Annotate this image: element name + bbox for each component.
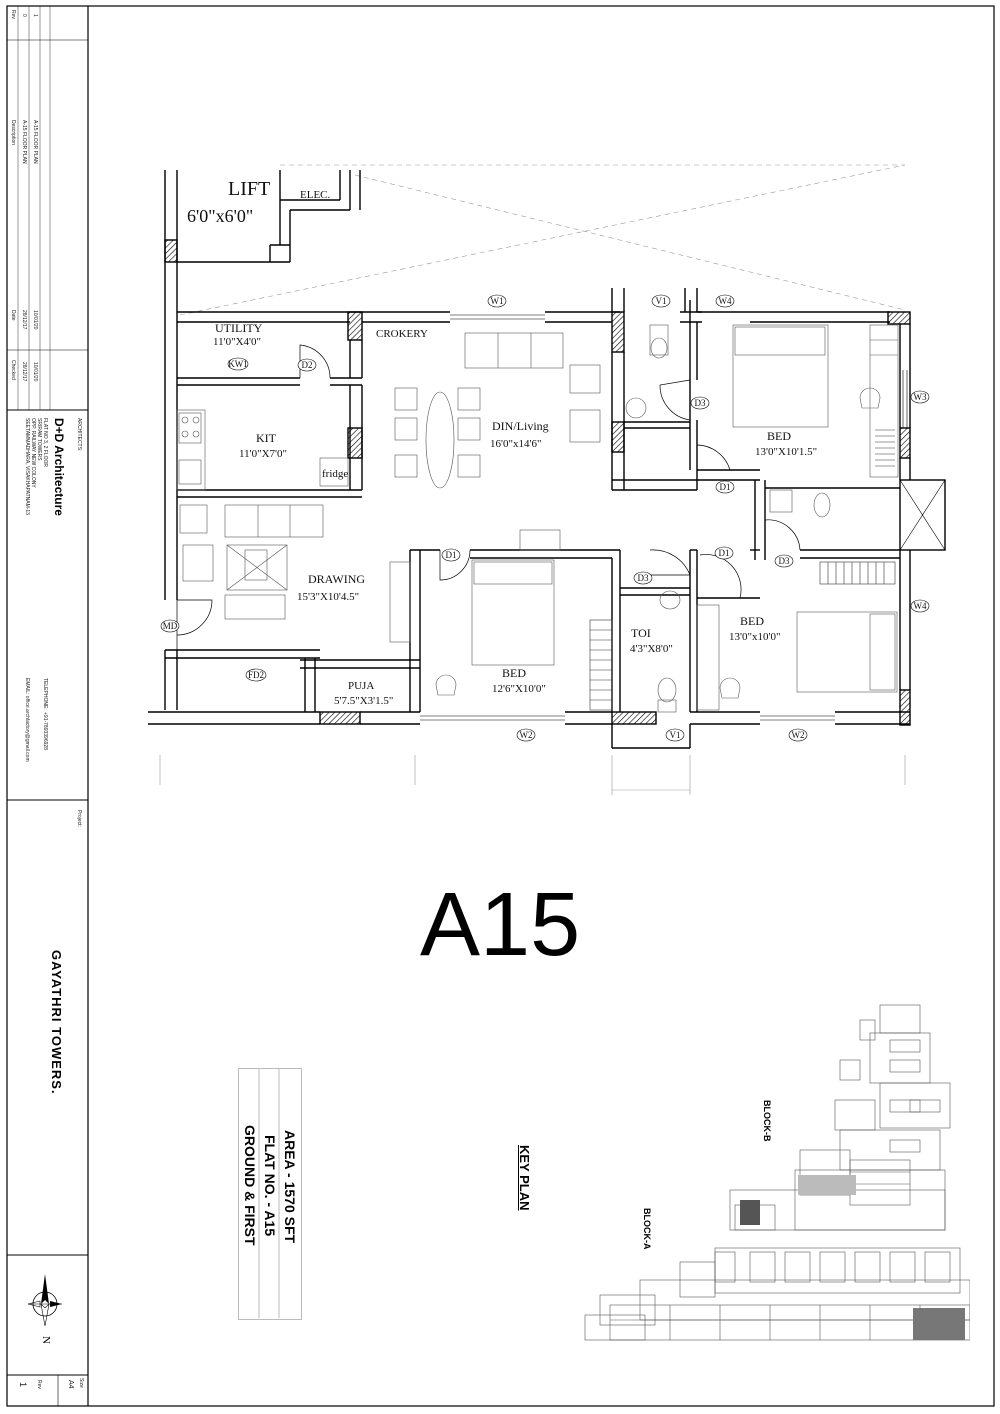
opening-tags (160, 294, 930, 742)
tag-fd2: FD2 (248, 670, 264, 680)
key-plan-drawing (584, 1004, 970, 1341)
room-dims-puja: 5'7.5"X3'1.5" (334, 695, 393, 707)
furniture (176, 324, 899, 713)
room-dims-utility: 11'0"X4'0" (213, 336, 261, 348)
info-flat-no: FLAT NO. - A15 (262, 1135, 278, 1237)
room-label-puja: PUJA (348, 680, 374, 692)
key-plan-heading: KEY PLAN (517, 1145, 532, 1211)
rev-value: 1 (18, 1382, 28, 1388)
tag-w4-right: W4 (914, 601, 927, 611)
tag-w2-right: W2 (792, 730, 805, 740)
room-label-fridge: fridge (322, 468, 348, 480)
info-box (238, 1068, 302, 1320)
tag-d3-toi: D3 (638, 573, 649, 583)
floor-plan: LIFT 6'0"x6'0" ELEC. UTILITY 11'0"X4'0" … (148, 164, 946, 795)
size-value: A4 (67, 1380, 74, 1389)
tag-d1-bed2: D1 (446, 550, 457, 560)
room-label-elec: ELEC. (300, 189, 330, 201)
room-dims-din-living: 16'0"x14'6" (490, 438, 541, 450)
info-floors: GROUND & FIRST (242, 1125, 258, 1246)
room-label-toi: TOI (631, 626, 651, 640)
room-label-lift: LIFT (228, 178, 270, 200)
room-label-bed-1: BED (767, 429, 791, 443)
room-dims-lift: 6'0"x6'0" (187, 206, 253, 226)
room-dims-bed-3: 13'0"x10'0" (729, 631, 780, 643)
tag-d2: D2 (302, 360, 313, 370)
flat-label: A15 (420, 875, 581, 975)
room-label-din-living: DIN/Living (492, 419, 549, 433)
north-label: N (40, 1336, 52, 1344)
tag-kw1: KW1 (228, 359, 248, 369)
room-dims-kit: 11'0"X7'0" (239, 448, 287, 460)
room-label-bed-3: BED (740, 614, 764, 628)
rev-label: Rev (36, 1380, 42, 1389)
room-label-drawing: DRAWING (308, 572, 365, 586)
room-label-crokery: CROKERY (376, 328, 428, 340)
tag-d1-bed3: D1 (719, 548, 730, 558)
north-arrow-icon (27, 1274, 62, 1327)
room-dims-toi: 4'3"X8'0" (630, 643, 673, 655)
size-label: Size (78, 1378, 84, 1388)
tag-d3-right: D3 (779, 556, 790, 566)
door-swings (176, 344, 801, 650)
room-label-utility: UTILITY (215, 321, 263, 335)
tag-w1: W1 (491, 296, 504, 306)
tag-d3-top: D3 (695, 398, 706, 408)
tag-md: MD (163, 621, 178, 631)
room-dims-drawing: 15'3"X10'4.5" (297, 591, 359, 603)
tag-v1-top: V1 (656, 296, 667, 306)
info-area: AREA - 1570 SFT (282, 1130, 298, 1244)
tag-w4-top: W4 (719, 296, 732, 306)
tag-w3: W3 (914, 392, 927, 402)
project-name: GAYATHRI TOWERS. (49, 950, 64, 1095)
terrace-lines (179, 164, 906, 316)
room-dims-bed-1: 13'0"X10'1.5" (755, 446, 817, 458)
grid-ticks (159, 755, 906, 795)
opening-tag-labels: W1 V1 W4 W3 D3 D1 D2 KW1 D1 D3 D1 D3 W4 … (163, 296, 927, 740)
info-box-lines (258, 1068, 280, 1318)
room-dims-bed-2: 12'6"X10'0" (492, 683, 546, 695)
tag-w2-left: W2 (520, 730, 533, 740)
tag-d1-right: D1 (720, 482, 731, 492)
tag-v1-bottom: V1 (670, 730, 681, 740)
room-label-bed-2: BED (502, 666, 526, 680)
room-label-kit: KIT (256, 431, 277, 445)
